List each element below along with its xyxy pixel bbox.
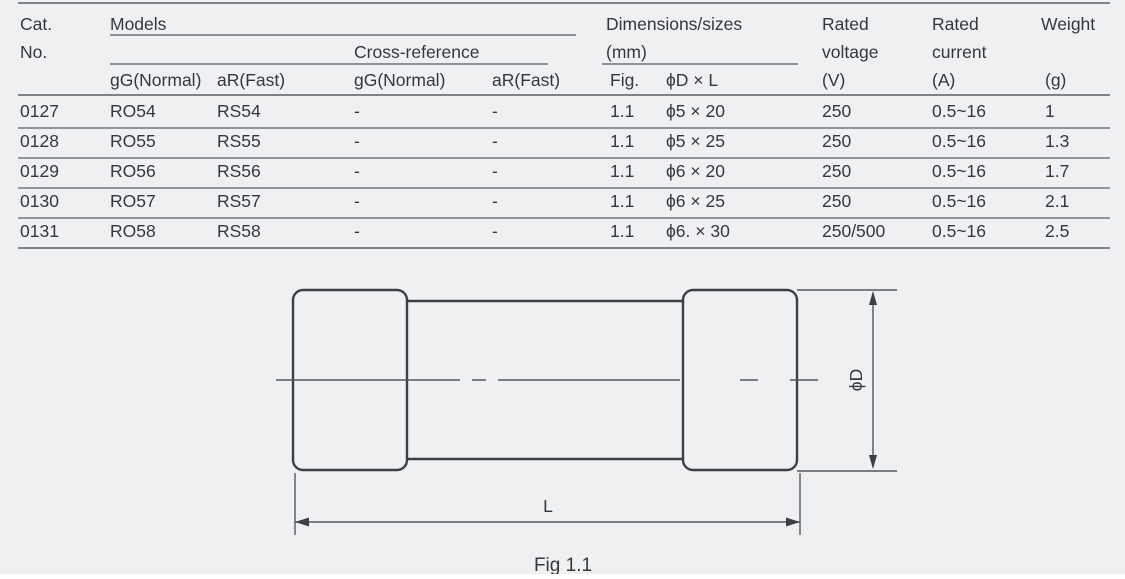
cell-model-ar: RS56	[217, 161, 261, 181]
header-rated-current-1: Rated	[932, 14, 979, 34]
cell-cross-gg: -	[354, 221, 360, 241]
header-dimensions: Dimensions/sizes	[606, 14, 743, 34]
cell-fig: 1.1	[610, 191, 635, 211]
table-row: 0129 RO56 RS56 - - 1.1 ϕ6 × 20 250 0.5~1…	[18, 157, 1110, 189]
arrow-left-icon	[295, 517, 309, 527]
table-row: 0130 RO57 RS57 - - 1.1 ϕ6 × 25 250 0.5~1…	[18, 187, 1110, 219]
cell-weight: 1	[1045, 101, 1055, 121]
spec-table: Cat. No. Models Cross-reference Dimensio…	[18, 0, 1110, 252]
cell-cat-no: 0130	[20, 191, 59, 211]
cell-model-gg: RO58	[110, 221, 156, 241]
cell-cross-ar: -	[492, 221, 498, 241]
cell-model-ar: RS58	[217, 221, 261, 241]
cell-model-ar: RS57	[217, 191, 261, 211]
cell-cross-gg: -	[354, 131, 360, 151]
cell-fig: 1.1	[610, 131, 635, 151]
cell-cat-no: 0128	[20, 131, 59, 151]
cell-cross-ar: -	[492, 101, 498, 121]
header-rated-current-unit: (A)	[932, 70, 956, 90]
cell-current: 0.5~16	[932, 101, 987, 121]
cell-voltage: 250	[822, 161, 852, 181]
cell-voltage: 250/500	[822, 221, 886, 241]
header-rated-voltage-2: voltage	[822, 42, 879, 62]
page-bottom-margin	[0, 574, 1125, 579]
header-bottom-rule	[18, 94, 1110, 96]
figure-caption: Fig 1.1	[534, 555, 592, 575]
header-rated-voltage-unit: (V)	[822, 70, 846, 90]
header-no: No.	[20, 42, 48, 62]
cell-d-x-l: ϕ5 × 20	[666, 101, 725, 121]
header-rated-voltage-1: Rated	[822, 14, 869, 34]
cell-d-x-l: ϕ6 × 25	[666, 191, 725, 211]
cell-model-ar: RS54	[217, 101, 261, 121]
header-weight: Weight	[1041, 14, 1096, 34]
table-row: 0131 RO58 RS58 - - 1.1 ϕ6. × 30 250/500 …	[18, 217, 1110, 249]
cell-fig: 1.1	[610, 221, 635, 241]
table-row: 0128 RO55 RS55 - - 1.1 ϕ5 × 25 250 0.5~1…	[18, 127, 1110, 159]
table-row: 0127 RO54 RS54 - - 1.1 ϕ5 × 20 250 0.5~1…	[18, 97, 1110, 129]
cell-voltage: 250	[822, 131, 852, 151]
length-label: L	[543, 496, 553, 516]
header-rated-current-2: current	[932, 42, 987, 62]
cell-model-ar: RS55	[217, 131, 261, 151]
cell-cross-ar: -	[492, 131, 498, 151]
cell-current: 0.5~16	[932, 131, 987, 151]
subheader-cross-gg-normal: gG(Normal)	[354, 70, 446, 90]
arrow-down-icon	[869, 455, 877, 469]
subheader-cross-ar-fast: aR(Fast)	[492, 70, 561, 90]
subheader-d-x-l: ϕD × L	[666, 70, 719, 90]
header-cross-reference: Cross-reference	[354, 42, 480, 62]
cell-d-x-l: ϕ5 × 25	[666, 131, 725, 151]
cell-cross-gg: -	[354, 161, 360, 181]
cell-model-gg: RO55	[110, 131, 156, 151]
cell-voltage: 250	[822, 191, 852, 211]
cell-current: 0.5~16	[932, 221, 987, 241]
cell-current: 0.5~16	[932, 191, 987, 211]
cell-cross-gg: -	[354, 191, 360, 211]
cell-cat-no: 0129	[20, 161, 59, 181]
cell-fig: 1.1	[610, 161, 635, 181]
cell-fig: 1.1	[610, 101, 635, 121]
arrow-up-icon	[869, 291, 877, 305]
dimensions-underline	[602, 63, 798, 65]
subheader-fig: Fig.	[610, 70, 640, 90]
cell-cross-gg: -	[354, 101, 360, 121]
cell-cross-ar: -	[492, 161, 498, 181]
header-dimensions-unit: (mm)	[606, 42, 647, 62]
cell-weight: 1.3	[1045, 131, 1070, 151]
models-underline	[110, 34, 576, 36]
cell-voltage: 250	[822, 101, 852, 121]
table-top-rule	[18, 2, 1110, 4]
header-weight-unit: (g)	[1045, 70, 1067, 90]
cell-model-gg: RO57	[110, 191, 156, 211]
cell-d-x-l: ϕ6 × 20	[666, 161, 725, 181]
header-cat: Cat.	[20, 14, 53, 34]
cell-d-x-l: ϕ6. × 30	[666, 221, 730, 241]
diameter-label: ϕD	[846, 369, 866, 391]
fuse-technical-drawing: L ϕD Fig 1.1	[276, 288, 897, 575]
arrow-right-icon	[786, 517, 800, 527]
header-models: Models	[110, 14, 167, 34]
cell-cross-ar: -	[492, 191, 498, 211]
cell-weight: 2.1	[1045, 191, 1070, 211]
cell-current: 0.5~16	[932, 161, 987, 181]
cell-model-gg: RO56	[110, 161, 156, 181]
cell-weight: 1.7	[1045, 161, 1070, 181]
subheader-ar-fast: aR(Fast)	[217, 70, 286, 90]
cross-reference-underline	[110, 63, 548, 65]
cell-weight: 2.5	[1045, 221, 1070, 241]
cell-cat-no: 0127	[20, 101, 59, 121]
cell-cat-no: 0131	[20, 221, 59, 241]
cell-model-gg: RO54	[110, 101, 156, 121]
subheader-gg-normal: gG(Normal)	[110, 70, 202, 90]
